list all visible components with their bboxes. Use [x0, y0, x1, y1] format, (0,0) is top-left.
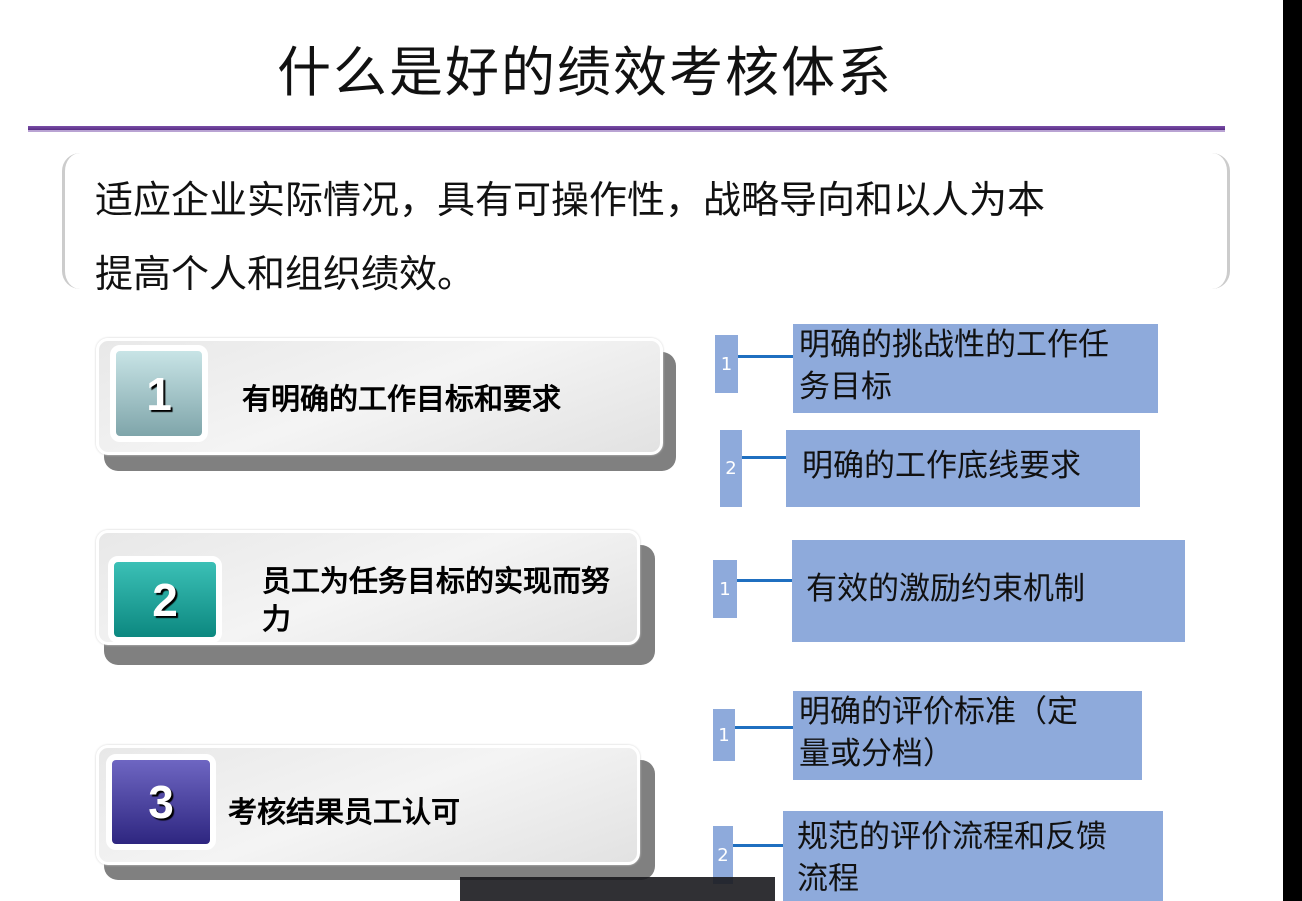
connector-line [735, 726, 793, 729]
number-badge-1: 1 [110, 345, 208, 442]
point-label-3: 考核结果员工认可 [228, 795, 461, 829]
slide-title: 什么是好的绩效考核体系 [277, 41, 893, 104]
connector-line [742, 456, 787, 459]
detail-index: 2 [713, 826, 733, 884]
detail-box: 明确的挑战性的工作任务目标 [793, 324, 1158, 413]
number-badge-2: 2 [108, 556, 222, 643]
right-edge-bar [1283, 0, 1302, 901]
detail-index: 1 [713, 709, 735, 761]
title-divider [28, 126, 1225, 132]
detail-index: 1 [715, 335, 738, 393]
point-label-1: 有明确的工作目标和要求 [242, 382, 562, 416]
bottom-overlay-bar [460, 877, 775, 901]
number-badge-3: 3 [106, 754, 216, 850]
connector-line [733, 844, 783, 847]
connector-line [738, 355, 796, 358]
detail-index: 1 [713, 560, 737, 618]
intro-box: 适应企业实际情况，具有可操作性，战略导向和以人为本 提高个人和组织绩效。 [62, 153, 1230, 296]
connector-line [737, 579, 793, 582]
intro-line-2: 提高个人和组织绩效。 [95, 252, 476, 296]
detail-index: 2 [720, 430, 742, 507]
detail-box: 明确的评价标准（定量或分档） [793, 691, 1142, 780]
detail-box: 有效的激励约束机制 [792, 540, 1185, 642]
detail-box: 规范的评价流程和反馈流程 [783, 811, 1163, 901]
detail-box: 明确的工作底线要求 [786, 430, 1140, 507]
intro-line-1: 适应企业实际情况，具有可操作性，战略导向和以人为本 [95, 178, 1046, 222]
point-label-2: 员工为任务目标的实现而努力 [262, 564, 611, 636]
